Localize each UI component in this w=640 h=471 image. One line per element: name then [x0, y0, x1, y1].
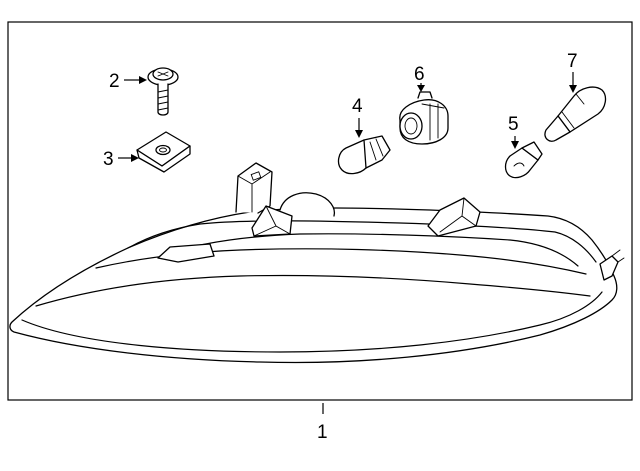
callout-2-label: 2 — [109, 71, 120, 92]
callout-6[interactable]: 6 — [414, 64, 425, 92]
callout-3-arrowhead — [131, 154, 139, 162]
callout-4-label: 4 — [352, 96, 363, 117]
bulb-7-base-ring — [561, 111, 575, 129]
callout-3[interactable]: 3 — [103, 149, 139, 170]
screw-cross-recess — [157, 71, 169, 77]
bulb-5-base — [521, 141, 543, 161]
clip-nut-hole-inner — [159, 147, 167, 153]
reflector-block — [157, 243, 215, 263]
mounting-tab-left-face — [237, 171, 271, 213]
top-clip-right-detail — [439, 197, 477, 233]
callout-3-label: 3 — [103, 149, 114, 170]
lamp-assembly-part-1[interactable] — [9, 162, 625, 364]
clip-nut-part-3[interactable] — [136, 131, 191, 173]
bulb-7-glass — [557, 86, 607, 133]
clip-nut-hole — [155, 144, 171, 156]
callout-2-arrowhead — [139, 76, 147, 84]
lens-inner-curve — [35, 274, 591, 307]
callout-7-label: 7 — [567, 51, 578, 72]
screw-shank — [157, 83, 169, 116]
bulb-5-filament — [513, 162, 525, 167]
socket-6-lug — [417, 91, 433, 99]
diagram-frame — [7, 21, 633, 401]
socket-6-face-inner — [404, 117, 418, 135]
callout-6-arrowhead — [417, 85, 425, 92]
bulb-7-tip — [575, 93, 585, 105]
callout-7[interactable]: 7 — [567, 51, 578, 93]
callout-7-arrowhead — [569, 85, 577, 93]
end-connector — [599, 255, 619, 281]
end-connector-pin — [611, 249, 625, 263]
callout-2[interactable]: 2 — [109, 71, 147, 92]
callout-1[interactable]: 1 — [317, 403, 328, 443]
screw-part-2[interactable] — [147, 67, 179, 116]
housing-inner-rim — [159, 233, 579, 267]
socket-6-ribs — [421, 103, 445, 141]
callout-4-arrowhead — [355, 130, 363, 138]
bulb-4-base-ridges — [369, 138, 384, 161]
top-clip-left-detail — [253, 205, 291, 237]
lens-lower-edge — [21, 291, 603, 353]
top-clip-right — [427, 197, 481, 237]
callout-6-label: 6 — [414, 64, 425, 85]
top-clip-left — [251, 205, 293, 237]
callout-5-arrowhead — [511, 141, 519, 149]
bulb-part-7[interactable] — [544, 86, 607, 142]
mounting-tab-hole — [250, 171, 262, 181]
socket-6-face — [399, 112, 423, 140]
bulb-5-glass — [504, 147, 539, 179]
mounting-tab-left — [235, 162, 273, 214]
callout-5[interactable]: 5 — [508, 114, 519, 149]
callout-1-label: 1 — [317, 422, 328, 443]
bulb-7-base — [544, 115, 571, 142]
lamp-housing-outline — [9, 207, 618, 364]
callout-5-label: 5 — [508, 114, 519, 135]
bulb-part-5[interactable] — [504, 141, 543, 179]
screw-threads — [157, 89, 169, 111]
bulb-part-4[interactable] — [337, 135, 391, 175]
housing-upper-rim — [129, 220, 597, 263]
socket-part-6[interactable] — [399, 91, 449, 145]
callout-4[interactable]: 4 — [352, 96, 363, 138]
socket-boss — [279, 192, 336, 217]
